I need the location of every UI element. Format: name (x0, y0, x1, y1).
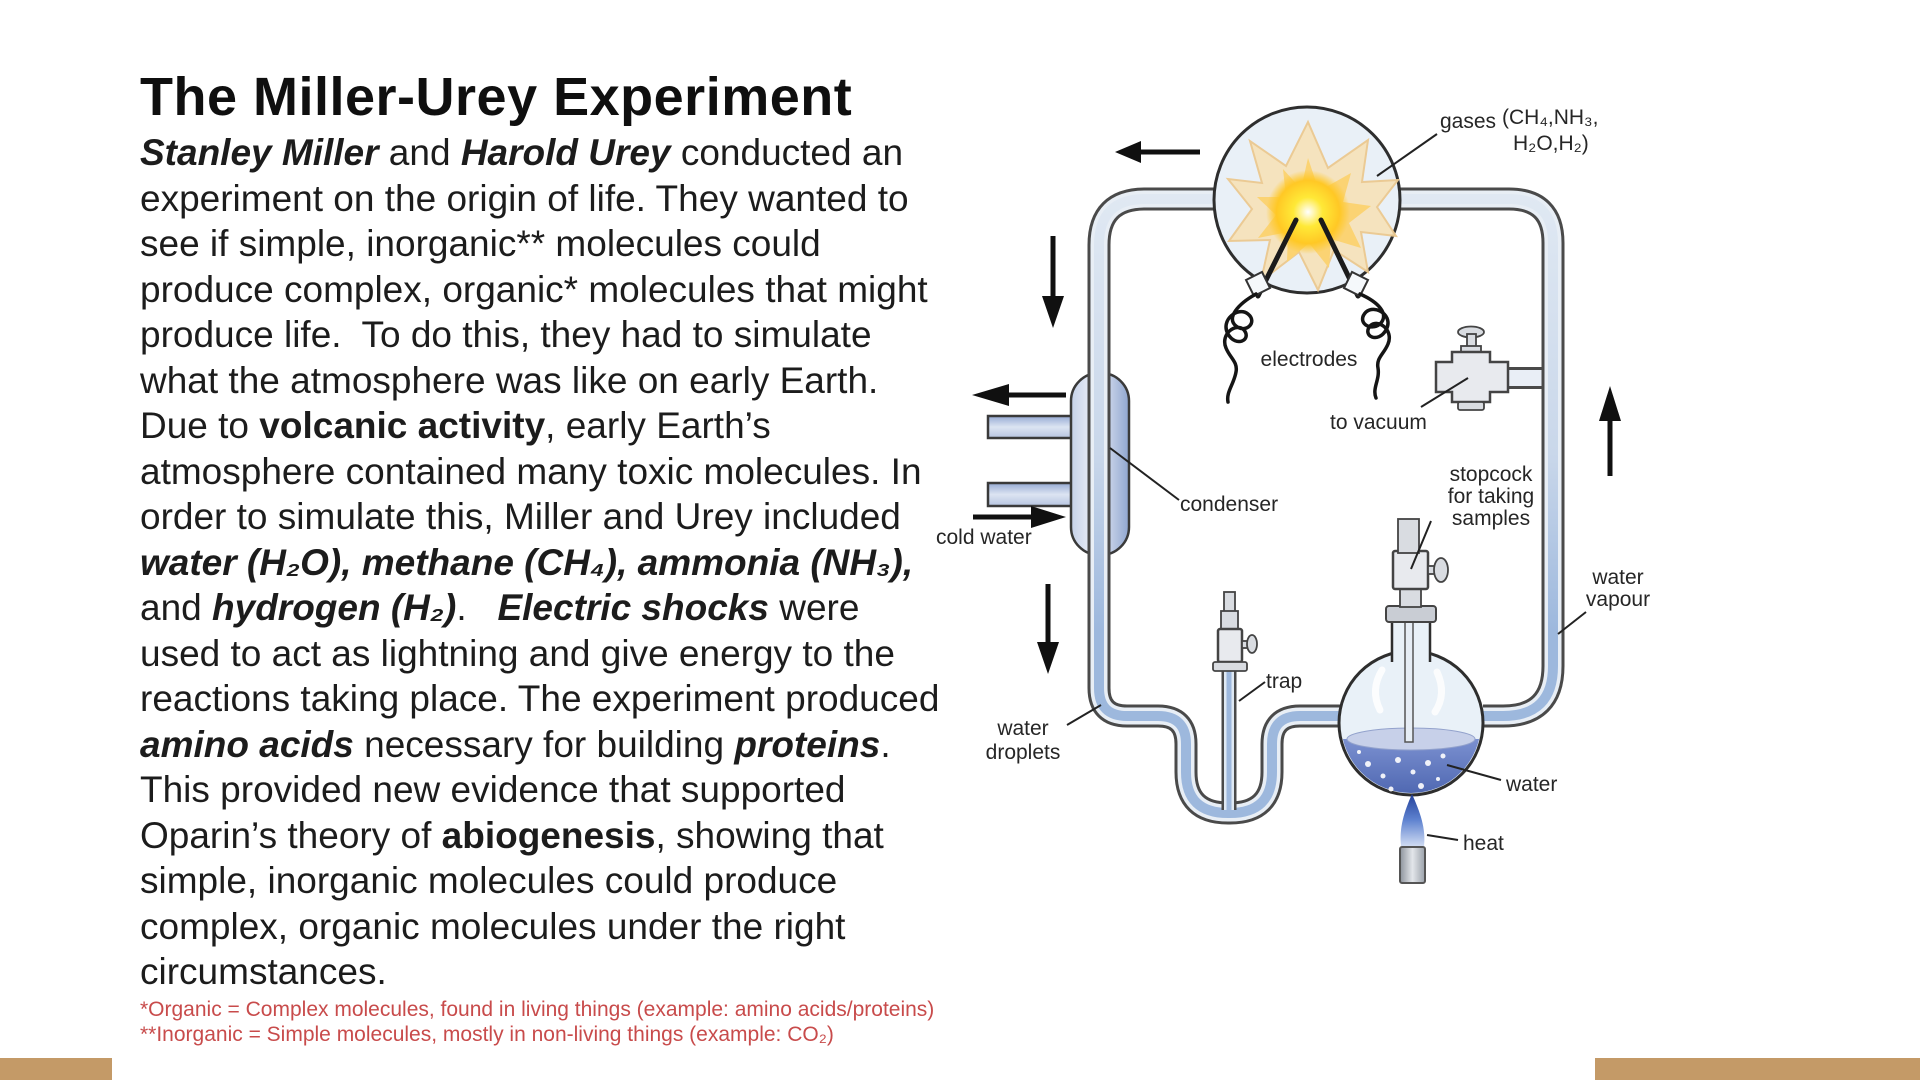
water-pointer (1446, 764, 1502, 781)
stopcock-label-line3: samples (1452, 507, 1530, 530)
arrow-up-right (1599, 386, 1621, 476)
text-run: , showing that simple, inorganic molecul… (140, 814, 895, 993)
gases-pointer (1376, 133, 1438, 177)
gases-label: gases (1440, 110, 1496, 133)
water-droplets-label-line1: water (996, 717, 1048, 740)
text-run: Stanley Miller (140, 132, 379, 173)
condenser-label: condenser (1180, 493, 1278, 516)
stopcock-label-line1: stopcock (1450, 463, 1533, 486)
accent-bar-left (0, 1058, 112, 1080)
flow-arrows (972, 141, 1621, 674)
footnotes: *Organic = Complex molecules, found in l… (140, 997, 934, 1047)
flask-stopper (1385, 605, 1437, 623)
text-run: abiogenesis (441, 814, 656, 856)
condenser-outlet-arm (986, 414, 1080, 440)
text-run: , early Earth’s atmosphere contained man… (140, 405, 932, 537)
text-run: . This provided new evidence that suppor… (140, 723, 911, 856)
gases-formula-line2: H₂O,H₂) (1513, 132, 1589, 155)
heat-pointer (1426, 834, 1459, 841)
electrodes-label: electrodes (1261, 348, 1358, 371)
gases-formula-line1: (CH₄,NH₃, (1502, 106, 1598, 129)
to-vacuum-label: to vacuum (1330, 411, 1427, 434)
steam-wisps (1372, 666, 1445, 716)
glass-tubing-loop (1087, 187, 1565, 825)
spark-flask (1212, 105, 1402, 404)
burner (1399, 846, 1426, 884)
text-run: amino acids (140, 723, 354, 765)
footnote-organic: *Organic = Complex molecules, found in l… (140, 998, 935, 1021)
flame (1400, 794, 1425, 846)
text-run: and (140, 541, 924, 628)
body-paragraph: Stanley Miller and Harold Urey conducted… (140, 130, 940, 995)
stopcock-label-line2: for taking (1448, 485, 1534, 508)
boiling-flask (1337, 518, 1485, 884)
sampling-stopcock (1391, 518, 1449, 608)
footnote-inorganic: **Inorganic = Simple molecules, mostly i… (140, 1023, 834, 1046)
cold-water-label: cold water (936, 526, 1032, 549)
text-run: conducted an experiment on the origin of… (140, 132, 938, 446)
electrode-sleeve-left (1244, 270, 1272, 298)
to-vacuum-pointer (1420, 377, 1469, 408)
diagram-labels: gases (CH₄,NH₃, H₂O,H₂) electrodes to va… (936, 106, 1650, 855)
sampling-tube (1404, 619, 1414, 743)
page-title: The Miller-Urey Experiment (140, 67, 853, 127)
stopcock-pointer (1410, 520, 1432, 570)
condenser-inlet-arm (986, 481, 1080, 508)
condenser-pointer (1109, 447, 1180, 501)
trap-label: trap (1266, 670, 1302, 693)
miller-urey-apparatus-diagram: gases (CH₄,NH₃, H₂O,H₂) electrodes to va… (936, 105, 1650, 884)
water-droplets-label-line2: droplets (986, 741, 1061, 764)
water-bubbles (1357, 750, 1446, 792)
text-run: and (378, 132, 461, 173)
text-run: Harold Urey (460, 132, 671, 173)
water-vapour-label-line2: vapour (1586, 588, 1650, 611)
water-droplets-pointer (1066, 704, 1102, 726)
pointer-lines (1066, 133, 1587, 841)
arrow-cold-water-in (973, 506, 1066, 528)
electrode-sleeve-right (1342, 270, 1370, 298)
arrow-left-top (1115, 141, 1200, 163)
water-vapour-label-line1: water (1591, 566, 1643, 589)
heat-label: heat (1463, 832, 1504, 855)
spark-glow (1266, 170, 1350, 254)
water-vapour-pointer (1557, 611, 1587, 635)
text-run: hydrogen (H₂) (212, 587, 457, 628)
accent-bar-right (1595, 1058, 1920, 1080)
arrow-down-upper-left (1042, 236, 1064, 328)
text-run: water (H₂O), methane (CH₄), ammonia (NH₃… (140, 541, 914, 583)
vacuum-valve (1434, 325, 1510, 411)
text-run: proteins (734, 723, 881, 765)
text-run: necessary for building (353, 723, 735, 765)
trap-pointer (1238, 681, 1266, 702)
text-run: . (456, 587, 498, 628)
text-run: Electric shocks (497, 587, 769, 628)
arrow-water-out (972, 384, 1066, 406)
electrode-coil-right (1358, 292, 1392, 400)
text-run: were used to act as lightning and give e… (140, 587, 950, 719)
water-label: water (1505, 773, 1557, 796)
text-run: volcanic activity (259, 405, 546, 446)
arrow-down-lower-left (1037, 584, 1059, 674)
electrode-coil-left (1222, 292, 1258, 404)
trap-valve (1212, 591, 1258, 672)
